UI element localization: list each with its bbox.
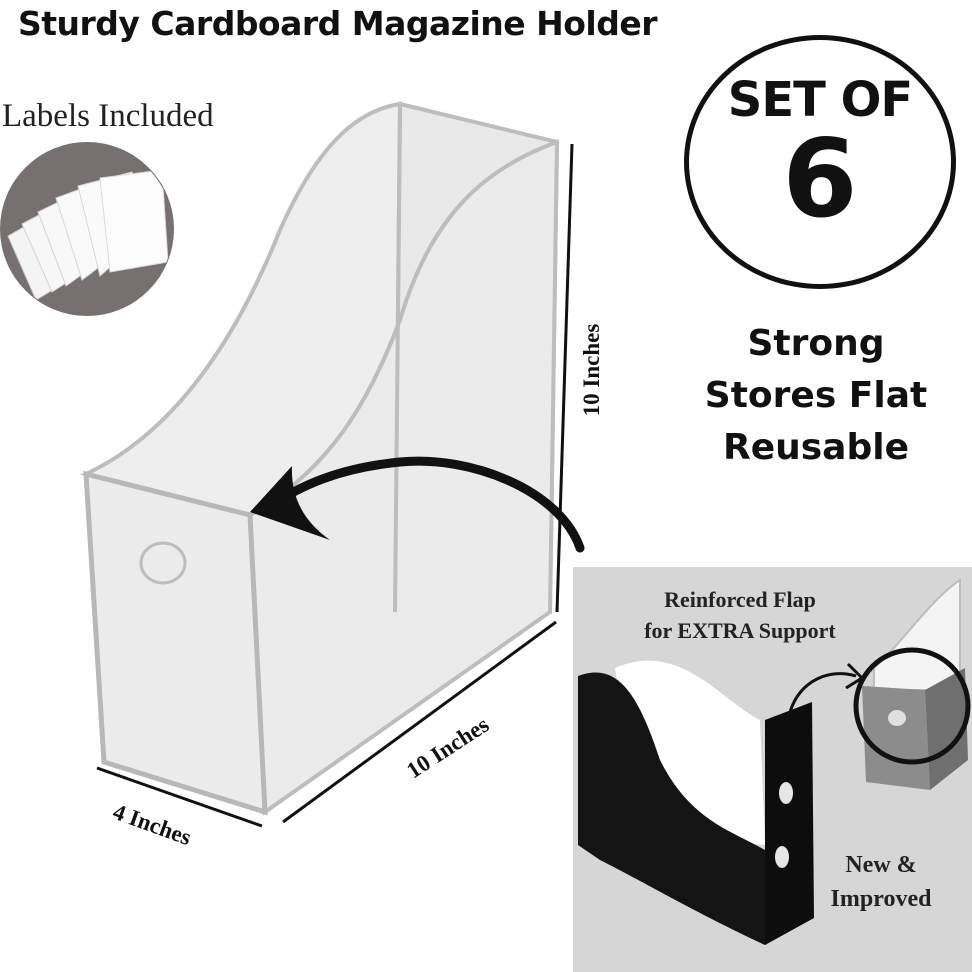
feature-item: Stores Flat	[704, 375, 928, 416]
inset-black-holder	[578, 660, 814, 945]
dimension-line-length	[282, 620, 557, 824]
set-badge: SET OF 6	[684, 35, 956, 289]
page-title: Sturdy Cardboard Magazine Holder	[18, 4, 658, 43]
dimension-line-height	[555, 143, 574, 613]
new-improved-line1: New &	[845, 852, 917, 878]
holder-right-side	[247, 139, 560, 816]
dimension-line-width	[96, 766, 263, 828]
new-improved-badge: New & Improved	[806, 848, 956, 916]
zoom-circle	[853, 647, 971, 765]
inset-caption-line2: for EXTRA Support	[644, 618, 836, 643]
handle-hole	[139, 541, 187, 585]
dimension-height-label: 10 Inches	[579, 323, 604, 417]
set-badge-count: 6	[782, 117, 858, 242]
inset-small-holder	[853, 578, 971, 790]
set-badge-line1: SET OF	[727, 72, 913, 128]
inset-arrow	[788, 662, 865, 713]
labels-thumbnail	[0, 142, 174, 316]
pointer-arrow	[250, 456, 585, 553]
inset-caption: Reinforced Flap for EXTRA Support	[590, 584, 890, 646]
holder-front-panel	[83, 470, 268, 816]
feature-item: Strong	[747, 323, 885, 364]
new-improved-line2: Improved	[830, 886, 932, 912]
feature-item: Reusable	[722, 427, 909, 468]
inset-caption-line1: Reinforced Flap	[664, 587, 816, 612]
feature-list: Strong Stores Flat Reusable	[688, 318, 944, 474]
labels-included-label: Labels Included	[2, 98, 214, 134]
